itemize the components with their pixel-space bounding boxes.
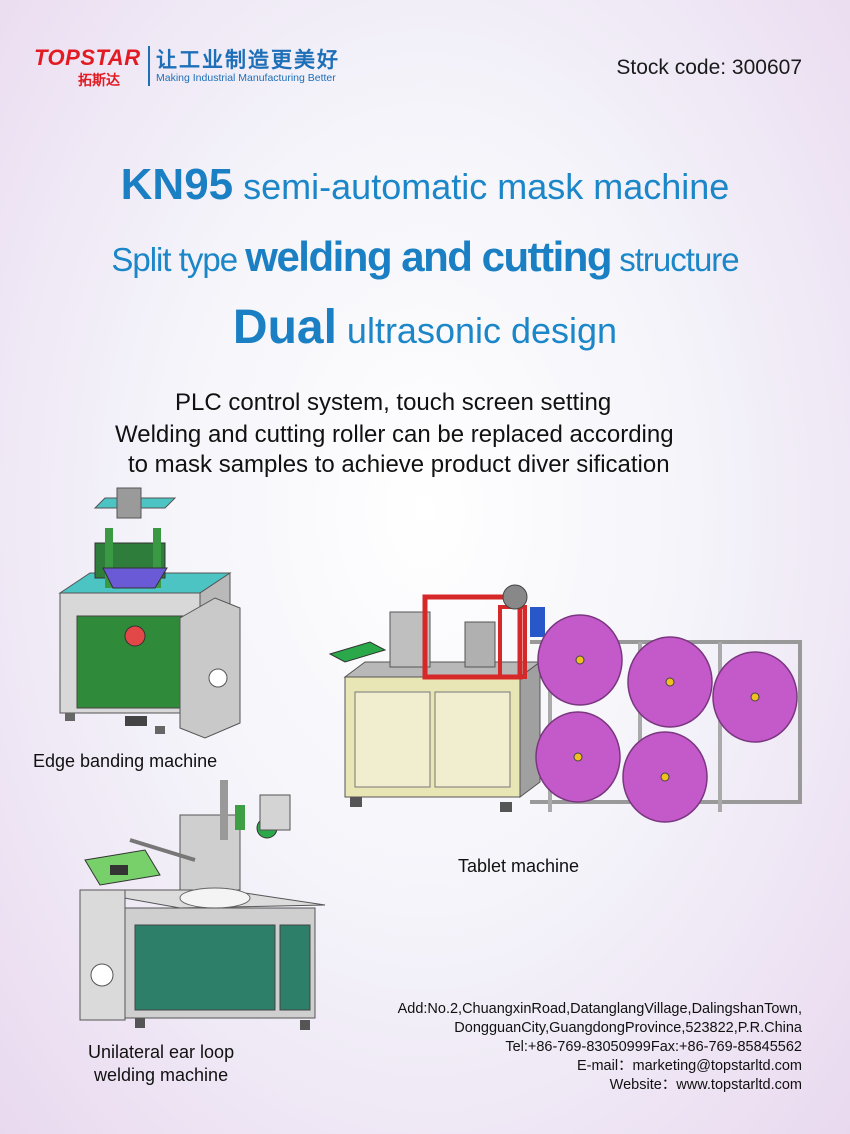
ear-loop-machine-image xyxy=(79,780,326,1030)
caption-tablet-machine: Tablet machine xyxy=(458,856,580,876)
slogan-cn: 让工业制造更美好 xyxy=(156,47,340,72)
feature-plc: PLC control system, touch screen setting xyxy=(175,389,612,416)
headline-line2-post: structure xyxy=(611,241,739,278)
contact-info: Add:No.2,ChuangxinRoad,DatanglangVillage… xyxy=(398,1000,802,1095)
headline-line3: Dual ultrasonic design xyxy=(0,300,850,355)
headline-line1-rest: semi-automatic mask machine xyxy=(233,166,730,207)
feature-diversification: to mask samples to achieve product diver… xyxy=(128,451,670,478)
headline-dual: Dual xyxy=(232,301,337,354)
address-line1: Add:No.2,ChuangxinRoad,DatanglangVillage… xyxy=(397,1001,802,1017)
brand-name-cn: 拓斯达 xyxy=(78,73,120,89)
logo-divider xyxy=(148,46,150,86)
brand-name-en: TOPSTAR xyxy=(34,45,141,70)
caption-ear-loop-machine: Unilateral ear loop welding machine xyxy=(88,1041,234,1087)
stock-code: Stock code: 300607 xyxy=(616,56,802,79)
headline-line2-pre: Split type xyxy=(111,241,246,278)
caption-ear-loop-line2: welding machine xyxy=(94,1065,229,1085)
headline-kn95: KN95 xyxy=(120,160,234,209)
website: Website：www.topstarltd.com xyxy=(609,1077,802,1093)
headline-line3-rest: ultrasonic design xyxy=(336,310,618,351)
tablet-machine-image xyxy=(328,584,802,823)
address-line2: DongguanCity,GuangdongProvince,523822,P.… xyxy=(454,1020,802,1036)
headline-line2-bold: welding and cutting xyxy=(245,233,612,280)
edge-banding-machine-image xyxy=(58,487,241,739)
caption-edge-banding: Edge banding machine xyxy=(33,751,218,771)
tel-fax: Tel:+86-769-83050999Fax:+86-769-85845562 xyxy=(505,1039,802,1055)
headline-line2: Split type welding and cutting structure xyxy=(0,233,850,281)
caption-ear-loop-line1: Unilateral ear loop xyxy=(88,1042,235,1062)
email: E-mail：marketing@topstarltd.com xyxy=(576,1058,802,1074)
company-logo: TOPSTAR 拓斯达 让工业制造更美好 Making Industrial M… xyxy=(30,40,350,90)
slogan-en: Making Industrial Manufacturing Better xyxy=(156,72,336,84)
headline-line1: KN95 semi-automatic mask machine xyxy=(0,160,850,210)
feature-roller: Welding and cutting roller can be replac… xyxy=(115,421,674,448)
